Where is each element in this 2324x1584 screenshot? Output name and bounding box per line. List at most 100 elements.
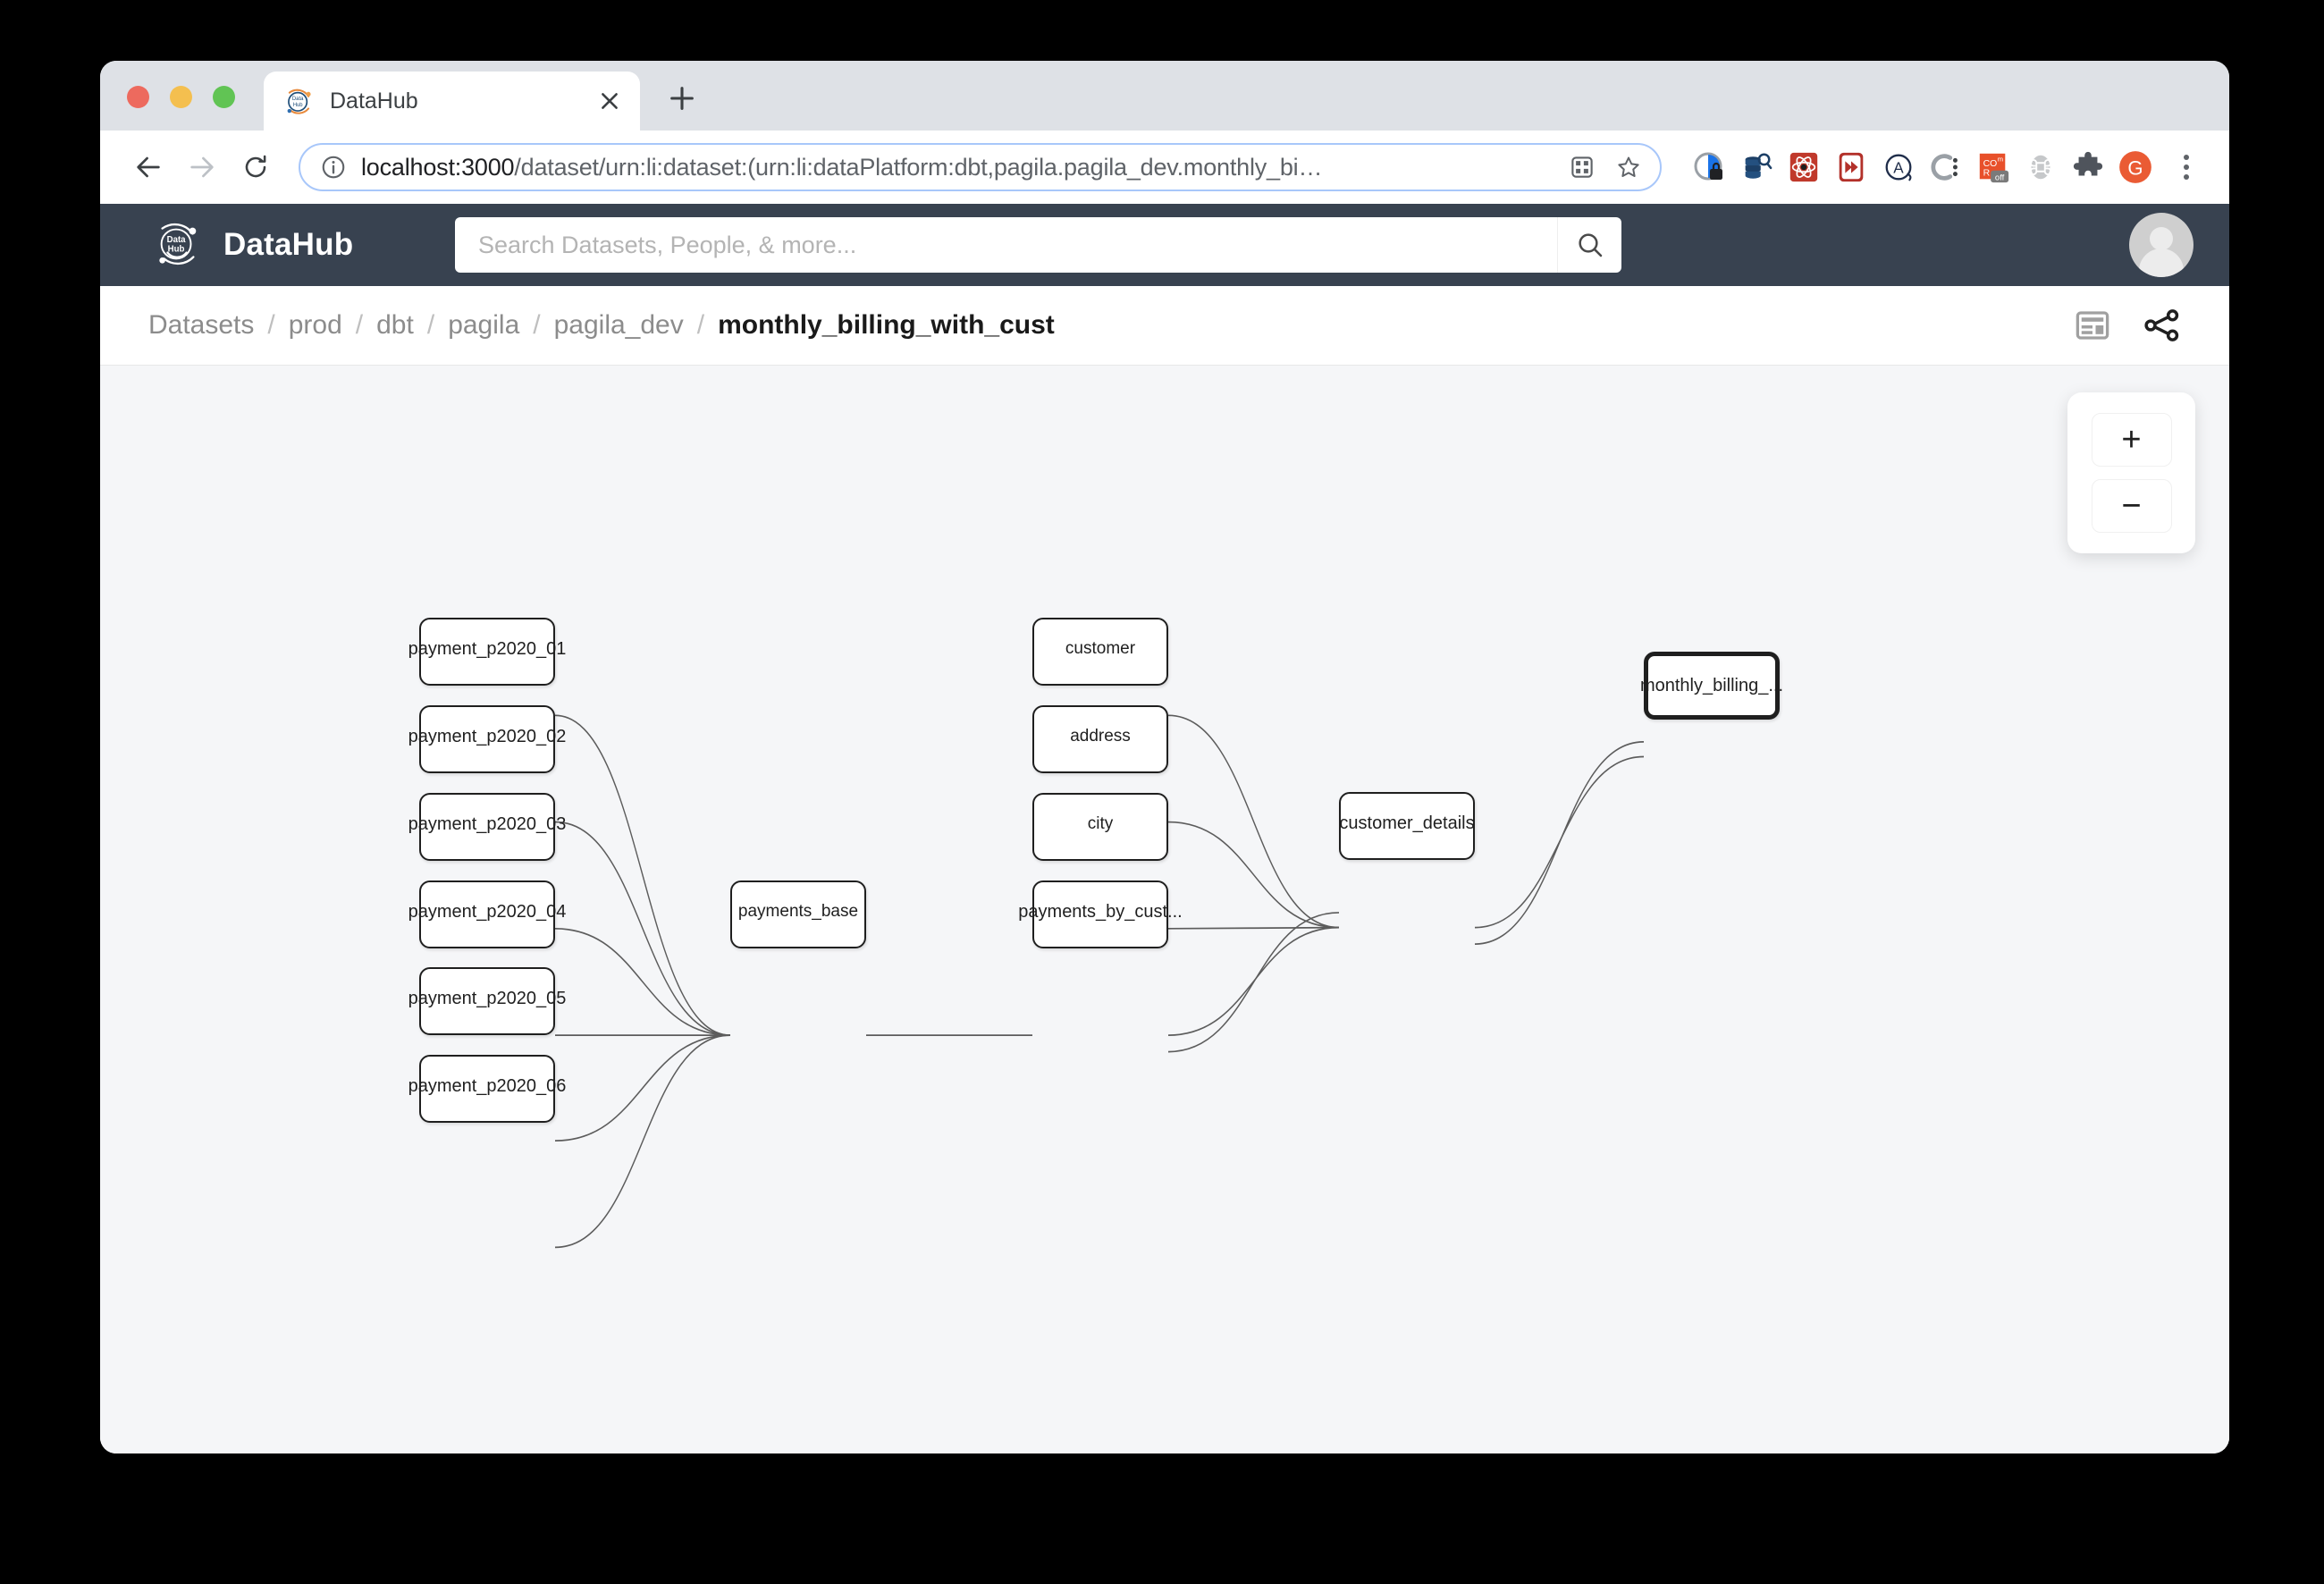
new-tab-button[interactable] xyxy=(659,75,705,122)
brand[interactable]: Data Hub DataHub xyxy=(152,217,452,274)
breadcrumb-separator: / xyxy=(533,310,541,340)
svg-text:G: G xyxy=(2127,156,2143,179)
breadcrumb-bar: Datasets/prod/dbt/pagila/pagila_dev/mont… xyxy=(100,286,2229,366)
lineage-node-p03[interactable]: payment_p2020_03 xyxy=(408,793,566,861)
reload-icon[interactable] xyxy=(231,142,281,192)
browser-window: Data Hub DataHub xyxy=(100,61,2229,1453)
svg-text:m: m xyxy=(1998,155,2003,163)
lineage-node-label: payment_p2020_04 xyxy=(408,902,567,922)
lineage-edge xyxy=(1167,926,1340,930)
c-dots-icon[interactable] xyxy=(1927,148,1965,186)
minimize-window-button[interactable] xyxy=(170,86,192,108)
maximize-window-button[interactable] xyxy=(213,86,235,108)
lineage-edge xyxy=(554,927,731,1036)
circle-a-icon[interactable]: A xyxy=(1880,148,1917,186)
lineage-graph-icon[interactable] xyxy=(2142,305,2183,346)
view-toggles xyxy=(2072,305,2183,346)
lineage-edge xyxy=(1167,912,1340,1053)
breadcrumb-item-pagila[interactable]: pagila xyxy=(448,310,520,340)
lineage-edge xyxy=(554,1034,731,1249)
lineage-node-customer[interactable]: customer xyxy=(1032,618,1168,686)
zoom-controls: + − xyxy=(2067,392,2195,553)
breadcrumb-separator: / xyxy=(267,310,275,340)
svg-text:Hub: Hub xyxy=(168,244,185,254)
address-bar-url: localhost:3000/dataset/urn:li:dataset:(u… xyxy=(361,154,1556,181)
svg-text:R: R xyxy=(1983,169,1991,179)
lineage-node-address[interactable]: address xyxy=(1032,705,1168,773)
lineage-edges xyxy=(554,714,1645,1249)
breadcrumb-item-pagila_dev[interactable]: pagila_dev xyxy=(553,310,684,340)
cors-toggle-icon[interactable]: CO R m off xyxy=(1975,148,2012,186)
data-tool-icon[interactable] xyxy=(1738,148,1775,186)
search-icon[interactable] xyxy=(1557,217,1621,273)
zoom-out-button[interactable]: − xyxy=(2091,479,2172,533)
breadcrumb-item-monthly_billing_with_cust: monthly_billing_with_cust xyxy=(718,310,1055,340)
lineage-node-label: payment_p2020_01 xyxy=(408,639,567,659)
global-search xyxy=(455,217,1621,273)
lineage-node-p02[interactable]: payment_p2020_02 xyxy=(408,705,566,773)
breadcrumb-separator: / xyxy=(426,310,435,340)
svg-text:off: off xyxy=(1995,173,2005,182)
lineage-node-city[interactable]: city xyxy=(1032,793,1168,861)
zoom-in-button[interactable]: + xyxy=(2091,413,2172,467)
lineage-node-p04[interactable]: payment_p2020_04 xyxy=(408,880,566,948)
forward-arrow-icon[interactable] xyxy=(177,142,227,192)
fast-forward-icon[interactable] xyxy=(1832,148,1870,186)
url-host: localhost:3000 xyxy=(361,153,515,181)
tab-close-icon[interactable] xyxy=(594,85,626,117)
puzzle-extensions-icon[interactable] xyxy=(2069,148,2107,186)
app-header: Data Hub DataHub xyxy=(100,204,2229,286)
user-avatar[interactable] xyxy=(2129,213,2193,277)
lineage-node-label: city xyxy=(1087,814,1114,833)
lineage-node-custdet[interactable]: customer_details xyxy=(1339,792,1475,860)
tab-strip: Data Hub DataHub xyxy=(100,61,2229,131)
svg-text:Hub: Hub xyxy=(293,103,304,108)
lineage-edge xyxy=(554,1034,731,1142)
brand-name: DataHub xyxy=(223,227,354,262)
breadcrumb-item-dbt[interactable]: dbt xyxy=(376,310,414,340)
lineage-node-label: monthly_billing_... xyxy=(1639,676,1784,695)
browser-tab[interactable]: Data Hub DataHub xyxy=(264,72,640,131)
breadcrumb-item-prod[interactable]: prod xyxy=(288,310,342,340)
lineage-node-label: customer xyxy=(1065,639,1136,658)
lineage-edge xyxy=(1474,741,1645,945)
qr-code-icon[interactable] xyxy=(1562,147,1603,188)
svg-text:CO: CO xyxy=(1983,159,1998,169)
lineage-node-label: payments_base xyxy=(737,902,859,921)
datahub-favicon-icon: Data Hub xyxy=(283,86,314,116)
search-input[interactable] xyxy=(455,217,1557,273)
lineage-node-label: payment_p2020_05 xyxy=(408,989,567,1008)
svg-text:Data: Data xyxy=(167,235,187,245)
lineage-node-label: payment_p2020_03 xyxy=(408,814,567,834)
lineage-edge xyxy=(554,714,731,1036)
datahub-app: Data Hub DataHub Datasets/prod/dbt/pag xyxy=(100,204,2229,1453)
breadcrumb-separator: / xyxy=(355,310,364,340)
react-devtools-icon[interactable] xyxy=(1785,148,1823,186)
lineage-node-label: payments_by_cust... xyxy=(1018,902,1183,922)
lineage-node-pbycust[interactable]: payments_by_cust... xyxy=(1018,880,1183,948)
address-bar[interactable]: localhost:3000/dataset/urn:li:dataset:(u… xyxy=(299,143,1662,191)
lineage-node-monthly[interactable]: monthly_billing_... xyxy=(1640,652,1783,720)
extensions-area: A CO R m off xyxy=(1690,148,2154,186)
lineage-node-label: payment_p2020_06 xyxy=(408,1076,567,1096)
google-profile-icon[interactable]: G xyxy=(2117,148,2154,186)
lineage-node-p01[interactable]: payment_p2020_01 xyxy=(408,618,566,686)
close-window-button[interactable] xyxy=(127,86,149,108)
profile-view-icon[interactable] xyxy=(2072,305,2113,346)
lineage-node-p06[interactable]: payment_p2020_06 xyxy=(408,1055,566,1123)
kebab-menu-icon[interactable] xyxy=(2167,146,2206,189)
privacy-badger-icon[interactable] xyxy=(1690,148,1728,186)
command-icon[interactable] xyxy=(2022,148,2059,186)
lineage-node-pbase[interactable]: payments_base xyxy=(730,880,866,948)
lineage-edge xyxy=(554,821,731,1036)
lineage-node-p05[interactable]: payment_p2020_05 xyxy=(408,967,566,1035)
bookmark-star-icon[interactable] xyxy=(1608,147,1649,188)
svg-text:Data: Data xyxy=(292,97,304,102)
breadcrumb-item-datasets[interactable]: Datasets xyxy=(148,310,255,340)
svg-text:A: A xyxy=(1893,160,1904,177)
site-info-icon[interactable] xyxy=(320,154,347,181)
back-arrow-icon[interactable] xyxy=(123,142,173,192)
lineage-node-label: customer_details xyxy=(1339,813,1475,833)
browser-toolbar: localhost:3000/dataset/urn:li:dataset:(u… xyxy=(100,131,2229,204)
